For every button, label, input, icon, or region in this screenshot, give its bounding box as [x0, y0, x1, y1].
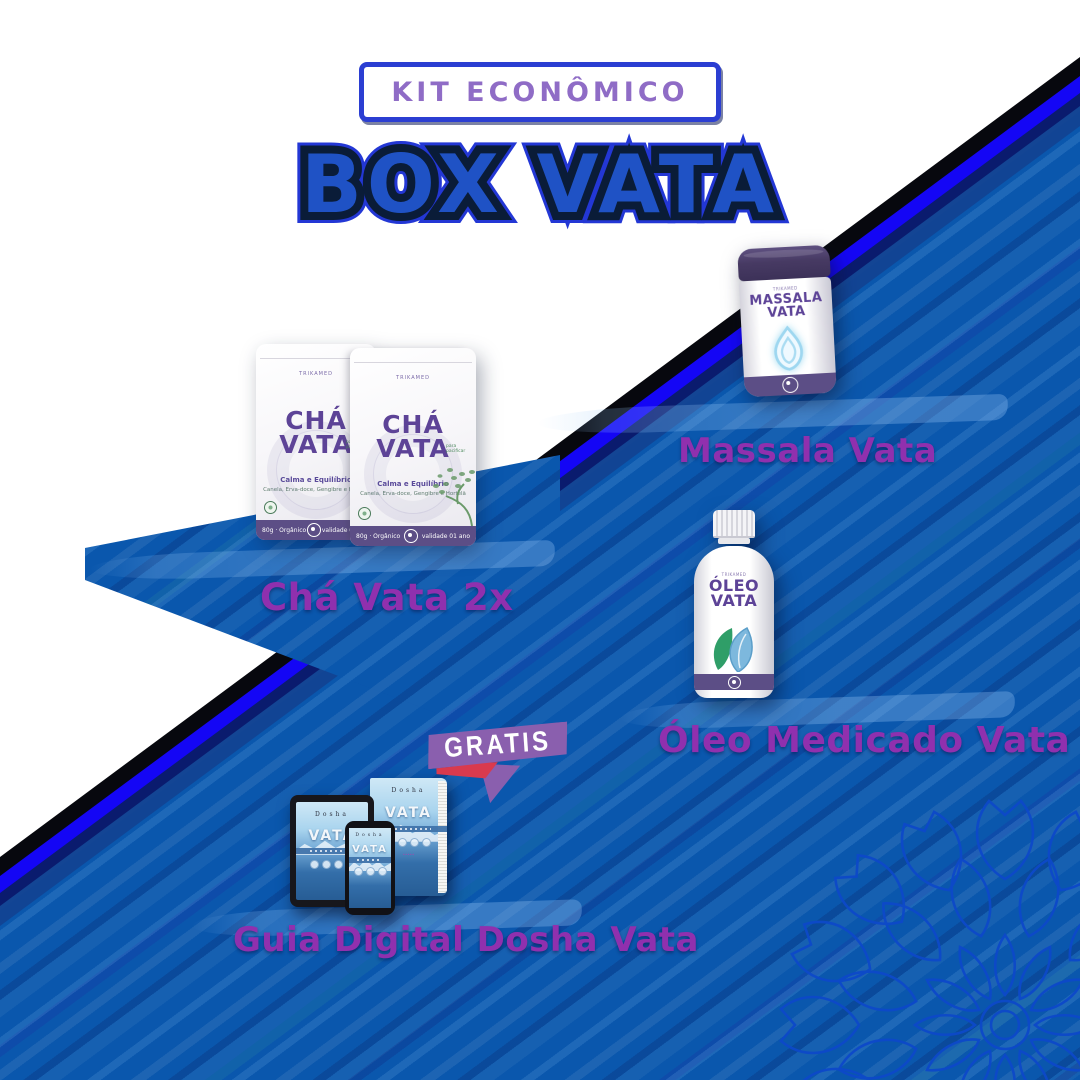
pouch-seal [260, 358, 372, 359]
cover-big-title: VATA [308, 827, 356, 844]
phone-mockup: Dosha VATA [345, 821, 395, 915]
pack-name-line2: VATA [279, 429, 353, 459]
phone-screen: Dosha VATA [349, 828, 391, 908]
pack-validity: validade 01 ano [421, 532, 470, 540]
caption-guia-digital: Guia Digital Dosha Vata [233, 920, 700, 960]
mandala-ornament [779, 799, 1080, 1080]
organic-seal-icon [358, 507, 371, 520]
pack-validity: validade 01 ano [321, 526, 370, 534]
mandala-icon [404, 529, 419, 543]
product-oleo-vata: TRIKAMED ÓLEO VATA [694, 510, 774, 698]
product-cha-vata: TRIKAMED CHÁ VATA para pacificar Calma e… [252, 338, 480, 550]
lotus-watermark [373, 434, 453, 514]
gratis-banner: GRATIS [426, 721, 570, 769]
flame-icon [774, 325, 803, 371]
pack-name-line1: CHÁ [285, 406, 347, 435]
pack-weight: 80g · Orgânico [356, 532, 401, 540]
cover-big-title: VATA [385, 805, 432, 821]
jar-body: TRIKAMED MASSALA VATA [738, 276, 837, 398]
cover-big-title: VATA [352, 843, 388, 855]
cover-subtitle-band [296, 848, 368, 855]
page-title: BOX VATA [0, 138, 1080, 231]
cover-title: Dosha [391, 787, 426, 795]
pack-side-note: para pacificar [446, 444, 466, 455]
bottle-cap [713, 510, 755, 538]
bottle-body: TRIKAMED ÓLEO VATA [694, 546, 774, 698]
pouch-seal [354, 362, 472, 363]
gratis-label: GRATIS [443, 725, 553, 765]
pack-bottom-band [694, 674, 774, 690]
pack-brand: TRIKAMED [299, 371, 333, 377]
caption-massala-vata: Massala Vata [678, 431, 938, 471]
cha-vata-pouch-front: TRIKAMED CHÁ VATA para pacificar Calma e… [350, 348, 476, 546]
product-guia-digital: Dosha VATA ••••• Dosha VATA Dosha VATA [283, 768, 483, 915]
bottle-ring [718, 538, 750, 544]
mandala-icon [781, 376, 799, 394]
cover-subtitle-band [349, 857, 391, 864]
pack-name: CHÁ VATA para pacificar [350, 410, 476, 463]
cover-subtitle-band [370, 825, 447, 832]
leaves-icon [713, 626, 753, 672]
pack-name-line2: VATA [376, 433, 450, 463]
jar-lid [737, 244, 831, 282]
cover-author: ••••• [402, 852, 415, 858]
caption-cha-vata: Chá Vata 2x [260, 576, 514, 619]
book-pages [438, 781, 447, 893]
tree-illustration [433, 468, 475, 527]
kit-badge-label: KIT ECONÔMICO [391, 76, 689, 108]
mandala-icon [307, 523, 322, 537]
cover-title: Dosha [355, 833, 385, 839]
pack-name: MASSALA VATA [740, 290, 833, 322]
organic-seal-icon [264, 501, 277, 514]
caption-oleo-medicado: Óleo Medicado Vata [658, 720, 1071, 761]
mandala-icon [727, 675, 741, 689]
cover-dosha-icons [349, 866, 391, 876]
pack-name-line2: VATA [767, 304, 806, 321]
pack-name: ÓLEO VATA [694, 576, 774, 611]
tablet-mockup: Dosha VATA [290, 795, 374, 907]
pack-bottom-band: 80g · Orgânico validade 01 ano [350, 526, 476, 546]
pack-name-line2: VATA [710, 591, 758, 611]
pack-brand: TRIKAMED [721, 572, 747, 577]
pack-bottom-band: 80g · Orgânico validade 01 ano [256, 520, 376, 540]
pack-name-line1: ÓLEO [708, 576, 760, 595]
pack-brand: TRIKAMED [396, 375, 430, 381]
kit-badge: KIT ECONÔMICO [359, 62, 721, 122]
gratis-badge: GRATIS [421, 713, 587, 816]
product-massala-vata: TRIKAMED MASSALA VATA [737, 244, 837, 398]
cover-title: Dosha [315, 810, 349, 818]
pack-weight: 80g · Orgânico [262, 526, 307, 534]
pack-name-line1: CHÁ [382, 410, 444, 439]
